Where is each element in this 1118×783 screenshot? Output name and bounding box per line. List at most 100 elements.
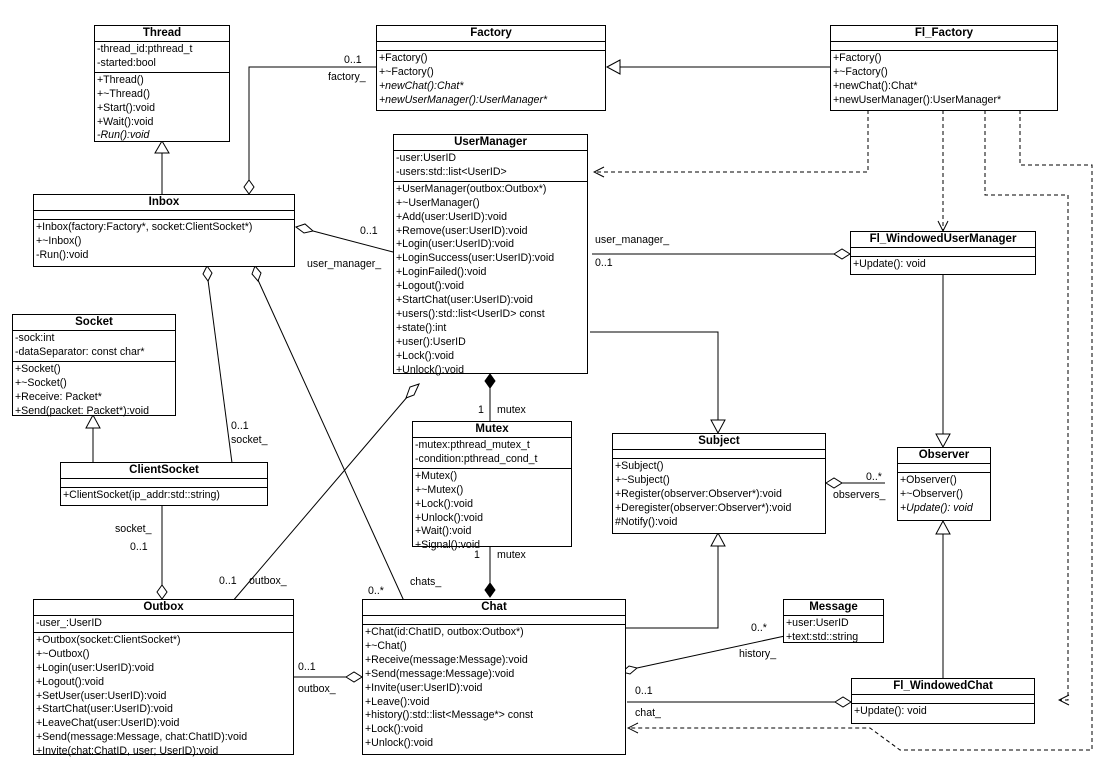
attributes: -user:UserID -users:std::list<UserID> <box>394 151 587 182</box>
outbox-socket-diamond <box>156 584 168 600</box>
operation: +Unlock():void <box>415 511 484 524</box>
flwchat-chat-role: chat_ <box>635 707 661 719</box>
operation: +newUserManager():UserManager* <box>379 93 548 106</box>
operation: +ClientSocket(ip_addr:std::string) <box>63 489 220 501</box>
socket-class[interactable]: Socket -sock:int -dataSeparator: const c… <box>12 314 176 417</box>
outbox-class[interactable]: Outbox -user_:UserID +Outbox(socket:Clie… <box>33 599 294 757</box>
class-name: Chat <box>363 600 625 616</box>
operations: +Mutex() +~Mutex() +Lock():void +Unlock(… <box>413 469 571 554</box>
operation: +Logout():void <box>36 675 105 688</box>
operation: +history():std::list<Message*> const <box>365 709 534 722</box>
operations: +Update(): void <box>851 257 1035 273</box>
operation: -Run():void <box>97 129 150 142</box>
operation: +~Thread() <box>97 87 150 100</box>
mutex-class[interactable]: Mutex -mutex:pthread_mutex_t -condition:… <box>412 421 572 551</box>
operation: +Unlock():void <box>396 363 465 376</box>
observer-class[interactable]: Observer +Observer() +~Observer() +Updat… <box>897 447 991 521</box>
operation: +Send(message:Message, chat:ChatID):void <box>36 731 248 744</box>
inbox-factory-diamond <box>243 179 255 195</box>
chat-subject-triangle <box>710 531 726 547</box>
operation: +Factory() <box>379 52 428 64</box>
attributes <box>831 42 1057 51</box>
inbox-socket-role: socket_ <box>231 434 268 446</box>
operation: +Outbox(socket:ClientSocket*) <box>36 633 181 646</box>
factory-role: factory_ <box>328 71 366 83</box>
operation: +Update(): void <box>900 501 973 514</box>
outbox-socket-multiplicity: 0..1 <box>130 541 148 553</box>
thread-class[interactable]: Thread -thread_id:pthread_t -started:boo… <box>94 25 230 142</box>
attributes <box>61 479 267 488</box>
attributes <box>613 450 825 459</box>
flfactory-factory-triangle <box>605 59 621 75</box>
message-class[interactable]: Message +user:UserID +text:std::string <box>783 599 884 643</box>
class-name: Mutex <box>413 422 571 438</box>
operation: +newUserManager():UserManager* <box>833 93 1002 106</box>
operation: +~Chat() <box>365 639 407 652</box>
class-name: Inbox <box>34 195 294 211</box>
operation: +Send(message:Message):void <box>365 667 515 680</box>
inbox-chats-aggregation <box>257 279 405 602</box>
fl-windowedusermanager-class[interactable]: Fl_WindowedUserManager +Update(): void <box>850 231 1036 275</box>
operation: +Login(user:UserID):void <box>396 238 515 251</box>
operation: +LeaveChat(user:UserID):void <box>36 717 180 730</box>
clientsocket-socket-triangle <box>85 413 101 429</box>
operation: +~Inbox() <box>36 234 82 247</box>
operation: +state():int <box>396 321 447 334</box>
operation: +Register(observer:Observer*):void <box>615 487 782 500</box>
factory-class[interactable]: Factory +Factory() +~Factory() +newChat(… <box>376 25 606 111</box>
operation: +StartChat(user:UserID):void <box>396 294 533 307</box>
class-name: Thread <box>95 26 229 42</box>
operation: +Leave():void <box>365 695 430 708</box>
inbox-class[interactable]: Inbox +Inbox(factory:Factory*, socket:Cl… <box>33 194 295 267</box>
fl-factory-class[interactable]: Fl_Factory +Factory() +~Factory() +newCh… <box>830 25 1058 111</box>
operation: +Socket() <box>15 362 61 375</box>
operation: +Wait():void <box>97 115 154 128</box>
class-name: Fl_WindowedUserManager <box>851 232 1035 248</box>
usermanager-mutex-diamond <box>484 373 496 389</box>
clientsocket-class[interactable]: ClientSocket +ClientSocket(ip_addr:std::… <box>60 462 268 506</box>
subject-observers-diamond <box>825 477 843 489</box>
operation: +newChat():Chat* <box>379 79 464 92</box>
class-name: ClientSocket <box>61 463 267 479</box>
operation: +~Subject() <box>615 473 670 486</box>
flwum-observer-triangle <box>935 433 951 449</box>
outbox-socket-role: socket_ <box>115 523 152 535</box>
chat-mutex-multiplicity: 1 <box>474 549 480 561</box>
chat-class[interactable]: Chat +Chat(id:ChatID, outbox:Outbox*) +~… <box>362 599 626 755</box>
operations: +Socket() +~Socket() +Receive: Packet* +… <box>13 362 175 420</box>
class-name: UserManager <box>394 135 587 151</box>
usermanager-class[interactable]: UserManager -user:UserID -users:std::lis… <box>393 134 588 376</box>
operation: +Factory() <box>833 52 882 64</box>
attribute: -thread_id:pthread_t <box>97 43 193 55</box>
chat-outbox-role: outbox_ <box>298 683 336 695</box>
inbox-chats-diamond <box>251 265 262 282</box>
attribute: -sock:int <box>15 332 55 344</box>
usermanager-outbox-multiplicity: 0..1 <box>219 575 237 587</box>
operation: +Unlock():void <box>365 737 434 750</box>
flwum-usermanager-diamond <box>833 248 851 260</box>
fl-windowedchat-class[interactable]: Fl_WindowedChat +Update(): void <box>851 678 1035 724</box>
operations: +Thread() +~Thread() +Start():void +Wait… <box>95 73 229 145</box>
chat-outbox-multiplicity: 0..1 <box>298 661 316 673</box>
attributes: +user:UserID +text:std::string <box>784 616 883 646</box>
operations: +Factory() +~Factory() +newChat():Chat* … <box>831 51 1057 109</box>
flfactory-chat-dependency <box>628 110 1093 751</box>
operation: #Notify():void <box>615 515 678 528</box>
chat-history-role: history_ <box>739 648 777 660</box>
subject-class[interactable]: Subject +Subject() +~Subject() +Register… <box>612 433 826 534</box>
operation: +Invite(chat:ChatID, user; UserID):void <box>36 745 219 758</box>
attribute: -users:std::list<UserID> <box>396 165 507 178</box>
operations: +ClientSocket(ip_addr:std::string) <box>61 488 267 504</box>
operation: +Start():void <box>97 101 155 114</box>
usermanager-outbox-diamond <box>405 383 420 399</box>
attribute: -dataSeparator: const char* <box>15 345 145 358</box>
attributes <box>377 42 605 51</box>
attribute: -condition:pthread_cond_t <box>415 452 538 465</box>
subject-observers-multiplicity: 0..* <box>866 471 882 483</box>
operations: +Factory() +~Factory() +newChat():Chat* … <box>377 51 605 109</box>
operation: -Run():void <box>36 248 89 261</box>
operation: +Mutex() <box>415 469 458 482</box>
operations: +Chat(id:ChatID, outbox:Outbox*) +~Chat(… <box>363 625 625 752</box>
attributes: -mutex:pthread_mutex_t -condition:pthrea… <box>413 438 571 469</box>
attributes: -thread_id:pthread_t -started:bool <box>95 42 229 73</box>
